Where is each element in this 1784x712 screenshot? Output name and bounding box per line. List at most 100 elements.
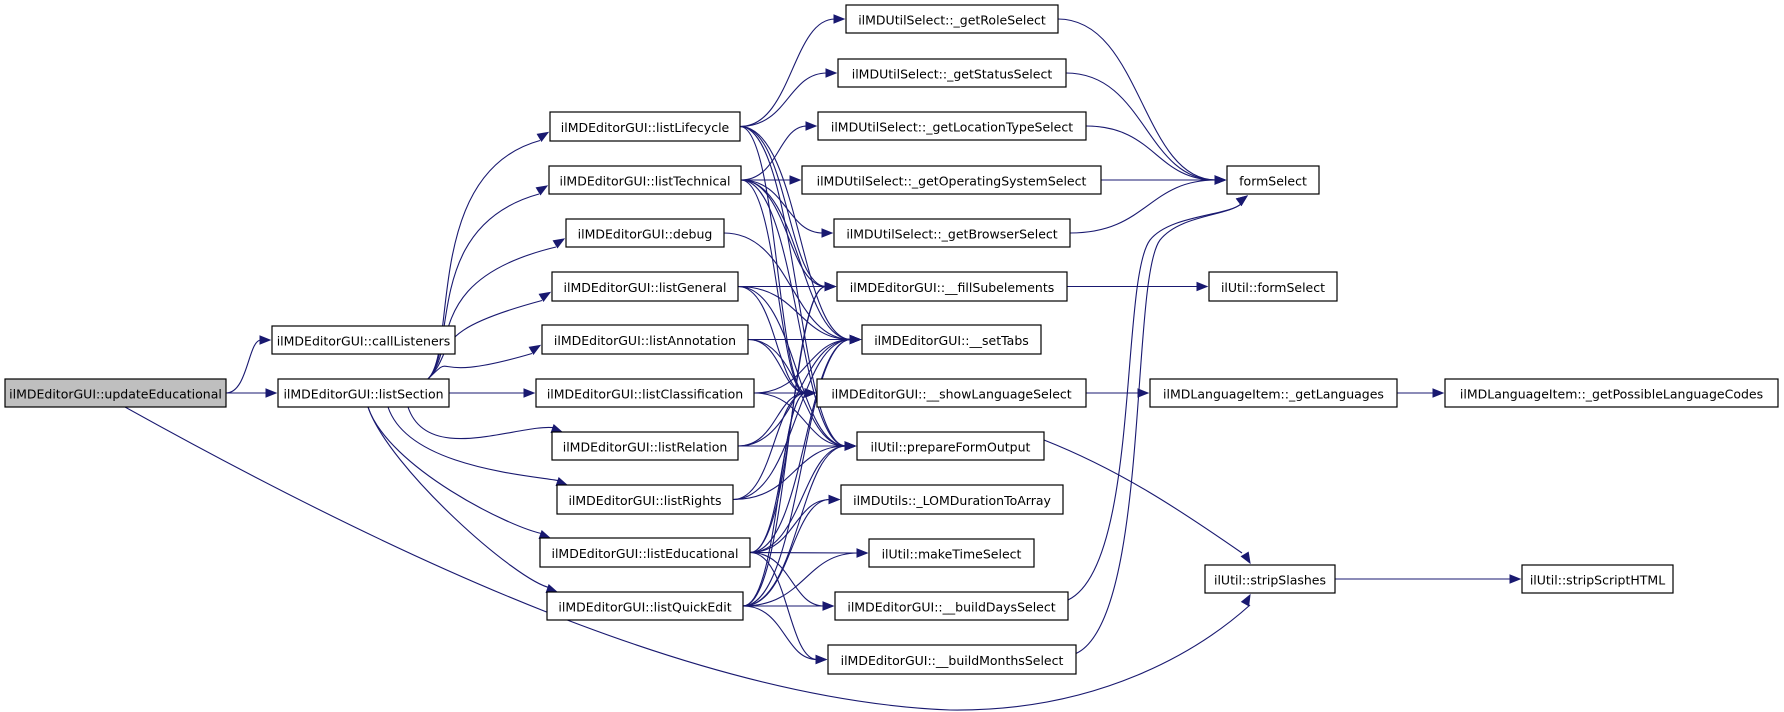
edge-line [427,246,557,380]
node-get-operating-system-select[interactable]: ilMDUtilSelect::_getOperatingSystemSelec… [801,165,1102,195]
node-label: ilUtil::makeTimeSelect [882,547,1022,562]
arrowhead-icon [538,291,552,302]
edge-line [739,125,827,288]
node-list-quick-edit[interactable]: ilMDEditorGUI::listQuickEdit [546,591,744,621]
node-box [868,538,1035,568]
arrowhead-icon [856,548,869,558]
edge-line [1057,18,1217,181]
arrowhead-icon [536,131,550,142]
edge-line [1043,439,1243,554]
edge-list-section-to-debug [427,238,566,380]
arrowhead-icon [804,388,817,398]
node-get-browser-select[interactable]: ilMDUtilSelect::_getBrowserSelect [833,218,1071,248]
edge-line [749,498,831,554]
node-box [556,484,734,515]
node-box [817,111,1087,141]
node-lomduration-to-array[interactable]: ilMDUtils::_LOMDurationToArray [840,484,1064,515]
node-label: ilMDEditorGUI::__buildDaysSelect [847,600,1055,615]
edge-list-quick-edit-to-build-months-select [742,605,828,665]
edge-line [740,179,824,234]
edge-list-quick-edit-to-set-tabs [742,334,862,607]
node-label: ilMDUtils::_LOMDurationToArray [853,493,1051,508]
edge-line [732,445,847,501]
edge-line [225,339,262,394]
node-get-languages[interactable]: ilMDLanguageItem::_getLanguages [1149,378,1398,408]
node-get-location-type-select[interactable]: ilMDUtilSelect::_getLocationTypeSelect [817,111,1087,141]
arrowhead-icon [1235,195,1249,207]
node-label: ilMDUtilSelect::_getRoleSelect [858,13,1046,28]
node-label: ilMDUtilSelect::_getLocationTypeSelect [831,120,1073,135]
edge-line [740,125,808,181]
arrowhead-icon [1240,551,1251,565]
edge-get-location-type-select-to-form-select [1085,125,1227,185]
node-update-educational[interactable]: ilMDEditorGUI::updateEducational [4,378,227,408]
node-build-months-select[interactable]: ilMDEditorGUI::__buildMonthsSelect [827,644,1077,675]
node-box [837,58,1067,88]
arrowhead-icon [1196,281,1209,292]
edge-update-educational-to-call-listeners [225,335,272,394]
arrowhead-icon [1240,593,1251,607]
edge-show-language-select-to-get-languages [1086,388,1150,398]
edge-line [124,406,1251,711]
edge-list-technical-to-get-location-type-select [740,121,818,181]
node-label: ilMDEditorGUI::listRights [568,493,721,508]
node-list-technical[interactable]: ilMDEditorGUI::listTechnical [548,165,742,195]
edge-line [737,285,852,341]
node-form-select[interactable]: formSelect [1226,165,1320,195]
arrowhead-icon [1214,175,1227,185]
edge-line [742,552,859,607]
edge-get-browser-select-to-form-select [1069,175,1227,234]
node-label: ilMDUtilSelect::_getBrowserSelect [846,227,1057,242]
node-list-educational[interactable]: ilMDEditorGUI::listEducational [539,537,751,568]
node-label: ilMDEditorGUI::__buildMonthsSelect [841,653,1064,668]
node-label: ilMDEditorGUI::listTechnical [559,174,730,189]
edge-update-educational-to-strip-slashes [124,406,1251,711]
arrowhead-icon [789,175,802,185]
edge-list-educational-to-lomduration-to-array [749,494,841,554]
node-list-relation[interactable]: ilMDEditorGUI::listRelation [551,431,739,461]
node-list-annotation[interactable]: ilMDEditorGUI::listAnnotation [541,324,749,355]
node-prepare-form-output[interactable]: ilUtil::prepareFormOutput [856,431,1045,461]
edge-strip-slashes-to-strip-script-html [1335,574,1522,584]
node-list-general[interactable]: ilMDEditorGUI::listGeneral [551,271,739,302]
node-il-util-form-select[interactable]: ilUtil::formSelect [1208,271,1338,302]
edge-line [427,352,533,380]
node-box [549,111,741,142]
node-strip-script-html[interactable]: ilUtil::stripScriptHTML [1521,564,1674,594]
node-list-rights[interactable]: ilMDEditorGUI::listRights [556,484,734,515]
node-label: ilMDEditorGUI::listEducational [551,546,738,561]
node-box [1521,564,1674,594]
edge-line [740,179,852,341]
arrowhead-icon [550,424,564,434]
node-build-days-select[interactable]: ilMDEditorGUI::__buildDaysSelect [834,591,1069,621]
node-get-status-select[interactable]: ilMDUtilSelect::_getStatusSelect [837,58,1067,88]
node-call-listeners[interactable]: ilMDEditorGUI::callListeners [271,325,456,355]
edge-list-quick-edit-to-build-days-select [743,601,835,611]
arrowhead-icon [815,654,828,665]
arrowhead-icon [555,477,569,487]
node-set-tabs[interactable]: ilMDEditorGUI::__setTabs [861,324,1042,355]
arrowhead-icon [535,185,549,196]
node-get-possible-language-codes[interactable]: ilMDLanguageItem::_getPossibleLanguageCo… [1444,378,1779,408]
node-show-language-select[interactable]: ilMDEditorGUI::__showLanguageSelect [816,378,1087,408]
edge-list-section-to-list-educational [367,406,552,540]
node-list-lifecycle[interactable]: ilMDEditorGUI::listLifecycle [549,111,741,142]
arrowhead-icon [528,344,542,355]
edge-list-quick-edit-to-lomduration-to-array [742,494,841,607]
node-strip-slashes[interactable]: ilUtil::stripSlashes [1204,564,1336,594]
node-box [548,165,742,195]
node-debug[interactable]: ilMDEditorGUI::debug [565,218,725,248]
edge-list-section-to-list-classification [449,388,536,398]
edge-list-quick-edit-to-show-language-select [742,388,817,607]
arrowhead-icon [833,14,846,24]
arrowhead-icon [1509,574,1522,584]
node-label: ilMDEditorGUI::listGeneral [564,280,727,295]
node-list-section[interactable]: ilMDEditorGUI::listSection [277,378,450,408]
node-make-time-select[interactable]: ilUtil::makeTimeSelect [868,538,1035,568]
node-box [551,271,739,302]
node-box [861,324,1042,355]
edge-line [737,338,852,447]
node-get-role-select[interactable]: ilMDUtilSelect::_getRoleSelect [845,4,1059,34]
node-list-classification[interactable]: ilMDEditorGUI::listClassification [535,378,755,408]
node-fill-subelements[interactable]: ilMDEditorGUI::__fillSubelements [836,271,1068,302]
